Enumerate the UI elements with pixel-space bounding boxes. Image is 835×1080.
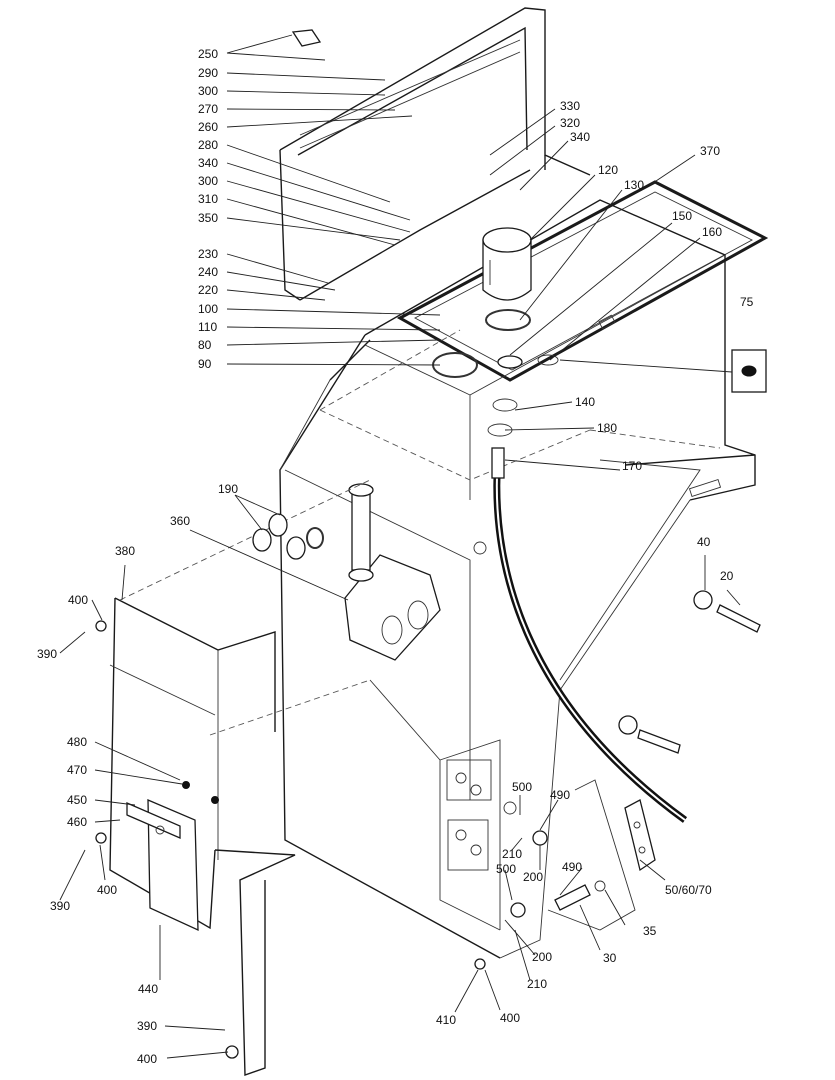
label-210: 210 <box>527 977 547 991</box>
label-480: 480 <box>67 735 87 749</box>
label-390: 390 <box>137 1019 157 1033</box>
label-90: 90 <box>198 357 212 371</box>
label-370: 370 <box>700 144 720 158</box>
label-160: 160 <box>702 225 722 239</box>
label-190: 190 <box>218 482 238 496</box>
label-400: 400 <box>137 1052 157 1066</box>
access-plate <box>126 781 219 932</box>
label-310: 310 <box>198 192 218 206</box>
label-380: 380 <box>115 544 135 558</box>
label-300: 300 <box>198 174 218 188</box>
label-350: 350 <box>198 211 218 225</box>
pump-assembly <box>344 483 441 661</box>
label-170: 170 <box>622 459 642 473</box>
label-75: 75 <box>740 295 754 309</box>
label-130: 130 <box>624 178 644 192</box>
label-40: 40 <box>697 535 711 549</box>
label-30: 30 <box>603 951 617 965</box>
label-460: 460 <box>67 815 87 829</box>
label-270: 270 <box>198 102 218 116</box>
label-140: 140 <box>575 395 595 409</box>
label-180: 180 <box>597 421 617 435</box>
mount-bracket <box>547 779 656 931</box>
label-390: 390 <box>37 647 57 661</box>
label-150: 150 <box>672 209 692 223</box>
label-280: 280 <box>198 138 218 152</box>
filter-canister <box>432 227 559 437</box>
hose <box>491 447 688 823</box>
label-500: 500 <box>496 862 516 876</box>
label-290: 290 <box>198 66 218 80</box>
label-220: 220 <box>198 283 218 297</box>
label-120: 120 <box>598 163 618 177</box>
label-20: 20 <box>720 569 734 583</box>
label-200: 200 <box>523 870 543 884</box>
label-400: 400 <box>97 883 117 897</box>
label-240: 240 <box>198 265 218 279</box>
label-450: 450 <box>67 793 87 807</box>
label-400: 400 <box>500 1011 520 1025</box>
label-250: 250 <box>198 47 218 61</box>
label-340: 340 <box>198 156 218 170</box>
fasteners <box>95 29 767 1059</box>
label-200: 200 <box>532 950 552 964</box>
label-100: 100 <box>198 302 218 316</box>
label-35: 35 <box>643 924 657 938</box>
label-320: 320 <box>560 116 580 130</box>
label-260: 260 <box>198 120 218 134</box>
label-410: 410 <box>436 1013 456 1027</box>
label-110: 110 <box>198 320 217 334</box>
label-340: 340 <box>570 130 590 144</box>
label-390: 390 <box>50 899 70 913</box>
label-490: 490 <box>562 860 582 874</box>
leader-lines <box>59 34 741 1059</box>
part-labels: 250 290 300 270 260 280 340 300 310 350 … <box>37 47 754 1066</box>
label-440: 440 <box>138 982 158 996</box>
label-500: 500 <box>512 780 532 794</box>
label-470: 470 <box>67 763 87 777</box>
label-80: 80 <box>198 338 212 352</box>
label-360: 360 <box>170 514 190 528</box>
label-330: 330 <box>560 99 580 113</box>
label-400: 400 <box>68 593 88 607</box>
label-50-60-70: 50/60/70 <box>665 883 712 897</box>
label-490: 490 <box>550 788 570 802</box>
label-210: 210 <box>502 847 522 861</box>
top-frame <box>279 7 591 301</box>
label-300: 300 <box>198 84 218 98</box>
tank-body <box>279 199 756 959</box>
label-230: 230 <box>198 247 218 261</box>
